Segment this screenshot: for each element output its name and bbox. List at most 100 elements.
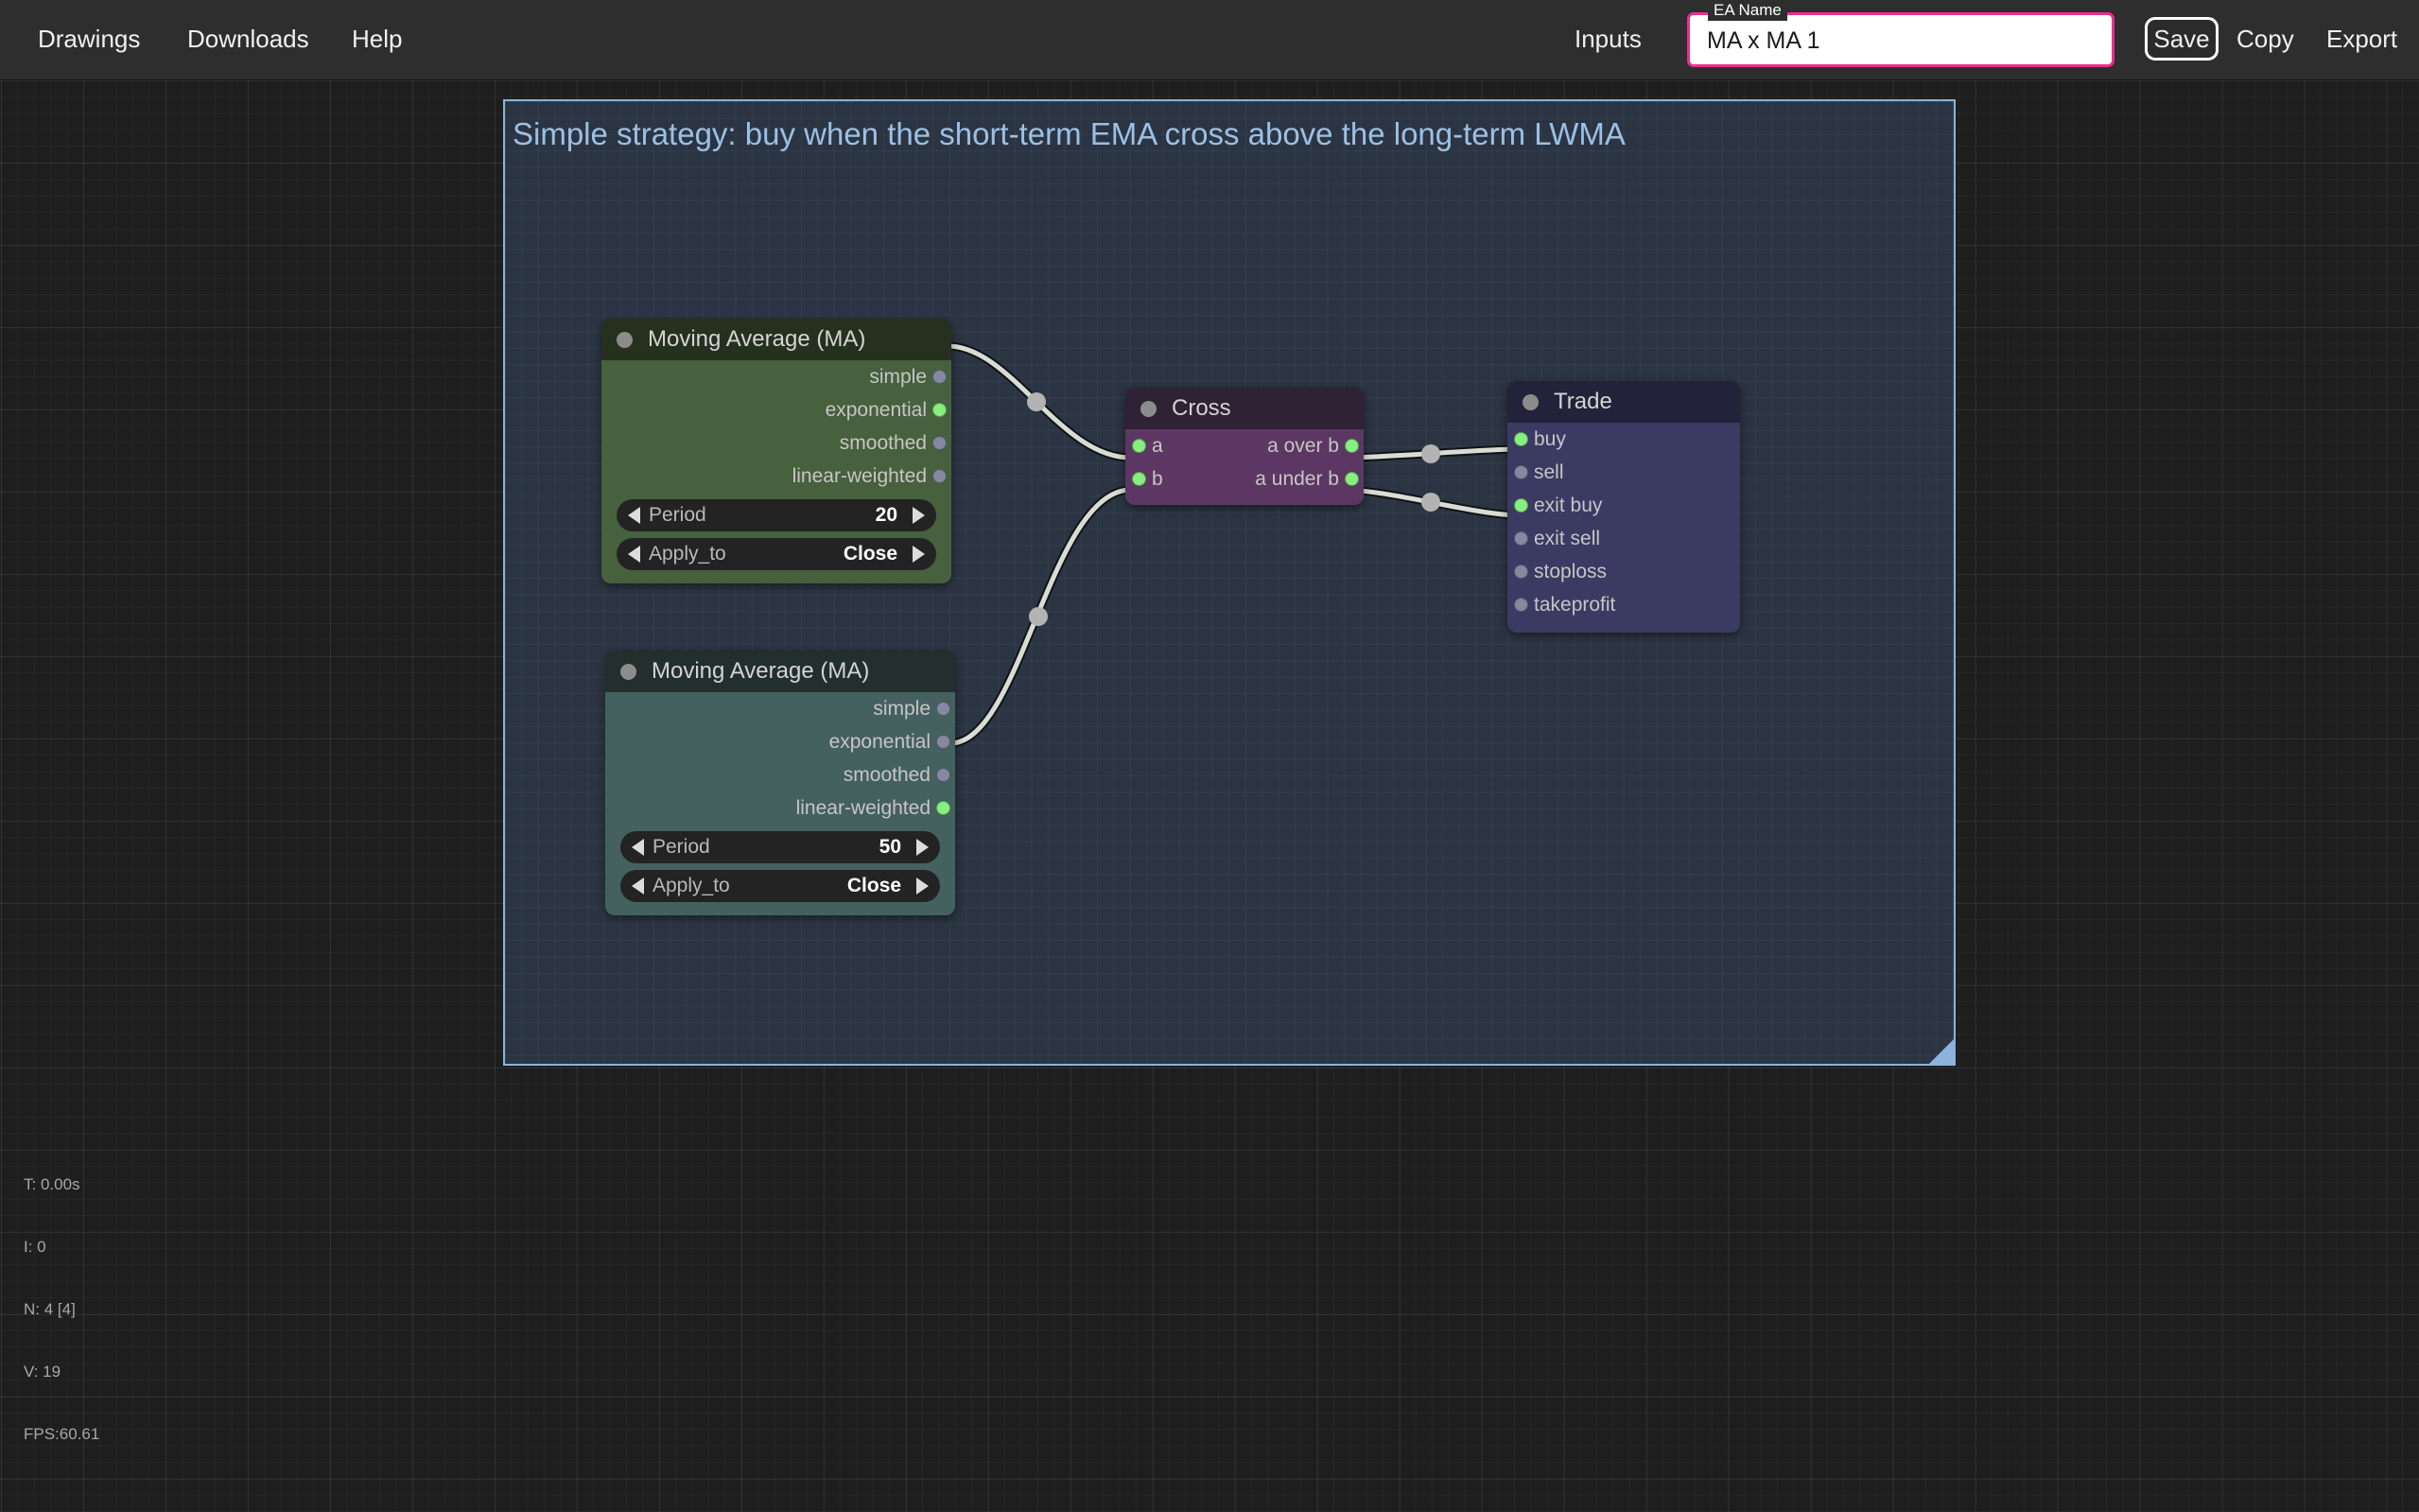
node-header[interactable]: Moving Average (MA) [605, 651, 955, 692]
node-title: Moving Average (MA) [652, 658, 870, 684]
widget-value: Close [843, 543, 897, 565]
increment-arrow-icon[interactable] [913, 546, 925, 563]
output-label: exponential [828, 731, 931, 753]
node-header[interactable]: Trade [1507, 381, 1740, 423]
increment-arrow-icon[interactable] [913, 507, 925, 524]
stat-fps: FPS:60.61 [24, 1425, 100, 1443]
top-toolbar: Drawings Downloads Help Inputs EA Name M… [0, 0, 2419, 80]
input-socket-icon[interactable] [1514, 465, 1528, 479]
decrement-arrow-icon[interactable] [628, 507, 640, 524]
node-moving-average-1[interactable]: Moving Average (MA) simple exponential s… [601, 319, 951, 583]
menu-item-help[interactable]: Help [352, 25, 403, 53]
collapse-dot-icon[interactable] [620, 663, 636, 680]
input-label: exit sell [1534, 528, 1601, 549]
output-slot-smoothed[interactable]: smoothed [605, 758, 955, 791]
widget-value: Close [846, 875, 901, 896]
input-slot-exit-buy[interactable]: exit buy [1507, 489, 1740, 522]
node-cross[interactable]: Cross a a over b b a under b [1125, 388, 1364, 505]
widget-label: Apply_to [649, 543, 726, 565]
output-slot-linear-weighted[interactable]: linear-weighted [605, 791, 955, 825]
output-socket-icon[interactable] [936, 735, 950, 749]
output-socket-icon[interactable] [936, 801, 950, 815]
menu-item-inputs[interactable]: Inputs [1575, 25, 1642, 53]
graph-canvas[interactable]: Simple strategy: buy when the short-term… [0, 79, 2419, 1512]
input-label: buy [1534, 428, 1566, 450]
node-body: simple exponential smoothed linear-weigh… [605, 692, 955, 915]
increment-arrow-icon[interactable] [916, 839, 929, 856]
input-label: exit buy [1534, 495, 1603, 516]
increment-arrow-icon[interactable] [916, 878, 929, 895]
output-slot-exponential[interactable]: exponential [601, 393, 951, 426]
output-label: a under b [1255, 468, 1339, 490]
input-socket-icon[interactable] [1514, 498, 1528, 513]
output-slot-exponential[interactable]: exponential [605, 725, 955, 758]
node-header[interactable]: Cross [1125, 388, 1364, 429]
node-body: a a over b b a under b [1125, 429, 1364, 505]
input-slot-stoploss[interactable]: stoploss [1507, 555, 1740, 588]
output-slot-simple[interactable]: simple [605, 692, 955, 725]
input-label: b [1152, 468, 1163, 490]
output-socket-icon[interactable] [932, 370, 947, 384]
output-label: smoothed [843, 764, 931, 786]
output-socket-icon[interactable] [932, 436, 947, 450]
save-button[interactable]: Save [2145, 17, 2219, 61]
input-socket-icon[interactable] [1132, 439, 1146, 453]
copy-button[interactable]: Copy [2236, 25, 2294, 53]
input-socket-icon[interactable] [1514, 531, 1528, 546]
output-label: a over b [1267, 435, 1339, 457]
stats-overlay: T: 0.00s I: 0 N: 4 [4] V: 19 FPS:60.61 [24, 1133, 99, 1486]
node-body: simple exponential smoothed linear-weigh… [601, 360, 951, 583]
node-moving-average-2[interactable]: Moving Average (MA) simple exponential s… [605, 651, 955, 915]
input-socket-icon[interactable] [1514, 565, 1528, 579]
collapse-dot-icon[interactable] [617, 331, 633, 348]
export-button[interactable]: Export [2326, 25, 2398, 53]
ea-name-label: EA Name [1708, 0, 1787, 21]
node-trade[interactable]: Trade buy sell exit buy exit sell [1507, 381, 1740, 633]
ea-name-input[interactable]: MA x MA 1 [1687, 12, 2114, 67]
input-label: a [1152, 435, 1163, 457]
input-slot-buy[interactable]: buy [1507, 423, 1740, 456]
widget-label: Period [649, 504, 706, 526]
output-socket-icon[interactable] [936, 768, 950, 782]
io-row-a[interactable]: a a over b [1125, 429, 1364, 462]
widget-apply-to[interactable]: Apply_to Close [617, 538, 936, 570]
input-label: stoploss [1534, 561, 1608, 582]
stat-visible: V: 19 [24, 1363, 61, 1381]
output-socket-icon[interactable] [1345, 472, 1359, 486]
output-socket-icon[interactable] [936, 702, 950, 716]
menu-item-downloads[interactable]: Downloads [187, 25, 309, 53]
input-socket-icon[interactable] [1514, 598, 1528, 612]
output-slot-linear-weighted[interactable]: linear-weighted [601, 460, 951, 493]
widget-period[interactable]: Period 20 [617, 499, 936, 531]
output-socket-icon[interactable] [932, 403, 947, 417]
input-slot-exit-sell[interactable]: exit sell [1507, 522, 1740, 555]
decrement-arrow-icon[interactable] [632, 878, 644, 895]
widget-value: 50 [879, 836, 901, 858]
output-socket-icon[interactable] [1345, 439, 1359, 453]
output-socket-icon[interactable] [932, 469, 947, 483]
menu-item-drawings[interactable]: Drawings [38, 25, 141, 53]
collapse-dot-icon[interactable] [1523, 393, 1539, 410]
output-label: simple [873, 698, 931, 720]
stat-nodes: N: 4 [4] [24, 1300, 76, 1318]
node-header[interactable]: Moving Average (MA) [601, 319, 951, 360]
decrement-arrow-icon[interactable] [632, 839, 644, 856]
output-slot-smoothed[interactable]: smoothed [601, 426, 951, 460]
group-frame-title: Simple strategy: buy when the short-term… [513, 116, 1626, 151]
output-slot-simple[interactable]: simple [601, 360, 951, 393]
input-slot-sell[interactable]: sell [1507, 456, 1740, 489]
output-label: simple [869, 366, 927, 388]
save-button-label: Save [2153, 25, 2210, 53]
widget-period[interactable]: Period 50 [620, 831, 940, 863]
decrement-arrow-icon[interactable] [628, 546, 640, 563]
input-socket-icon[interactable] [1514, 432, 1528, 446]
collapse-dot-icon[interactable] [1140, 400, 1157, 417]
widget-apply-to[interactable]: Apply_to Close [620, 870, 940, 902]
io-row-b[interactable]: b a under b [1125, 462, 1364, 495]
input-slot-takeprofit[interactable]: takeprofit [1507, 588, 1740, 621]
stat-time: T: 0.00s [24, 1175, 80, 1193]
output-label: linear-weighted [795, 797, 931, 819]
widget-label: Period [653, 836, 710, 858]
input-socket-icon[interactable] [1132, 472, 1146, 486]
group-frame-resize-handle[interactable] [1929, 1039, 1954, 1064]
